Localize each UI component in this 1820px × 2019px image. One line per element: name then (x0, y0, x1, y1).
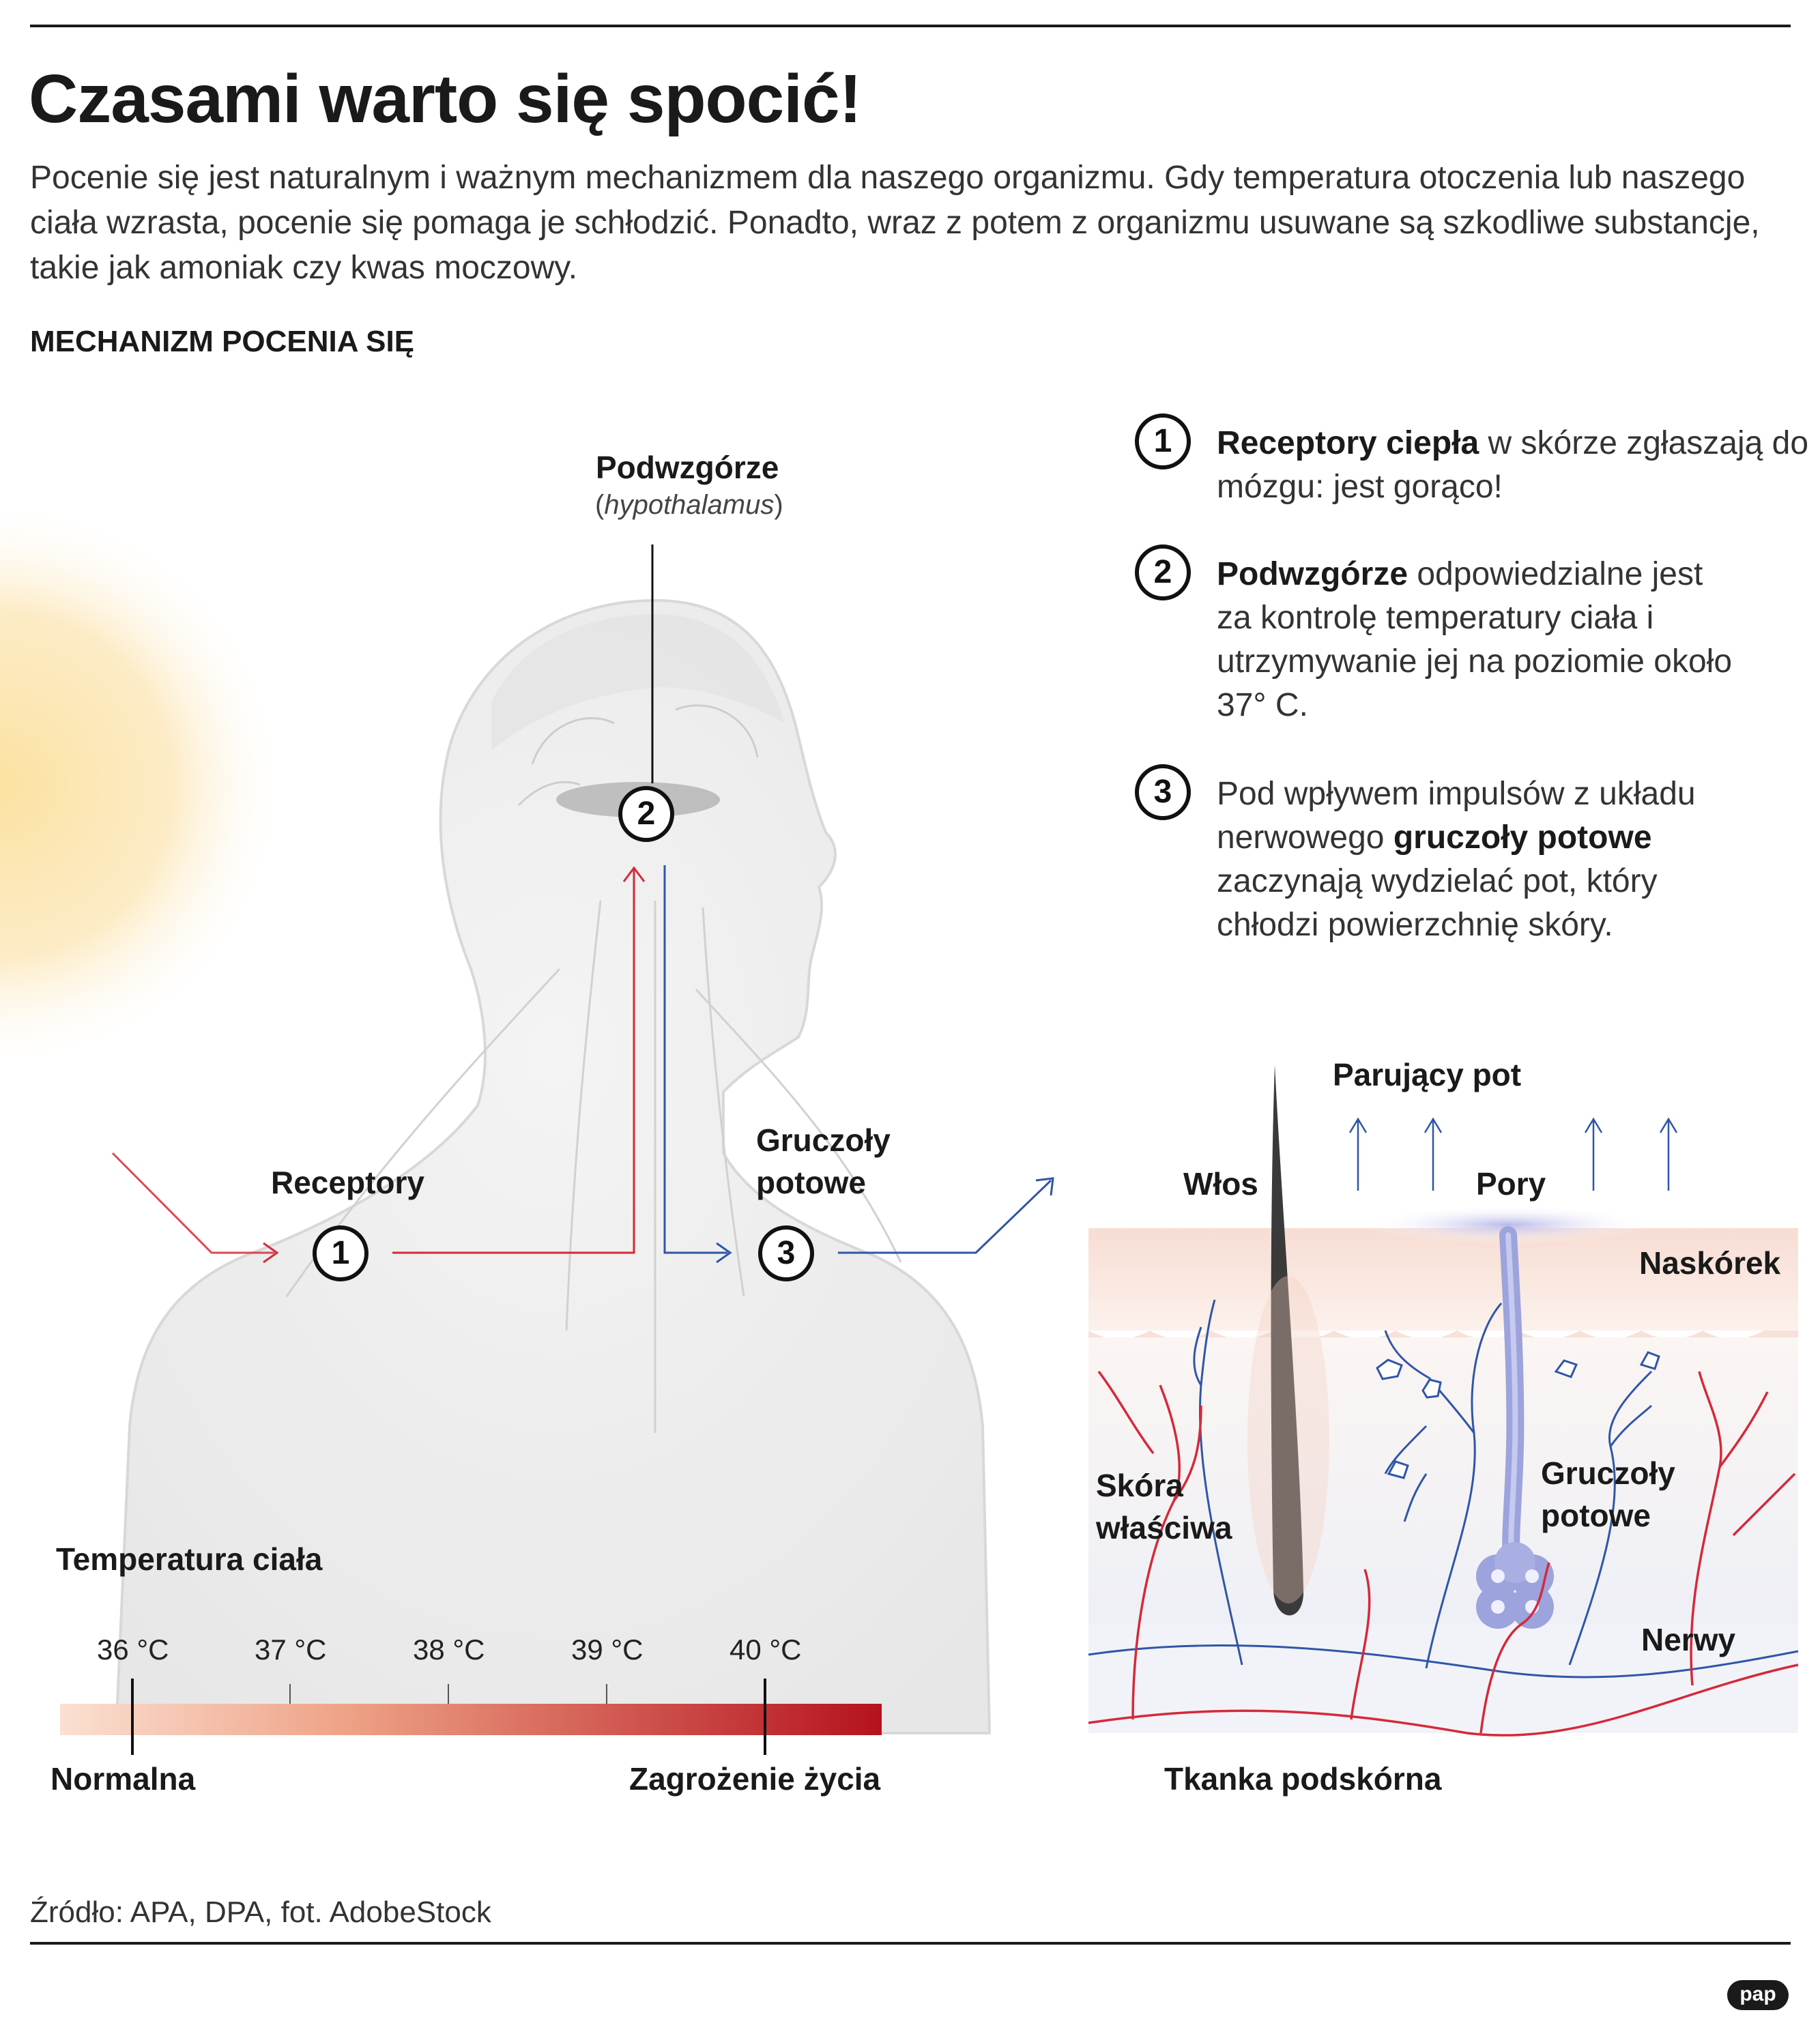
heat-input-line (111, 1152, 274, 1254)
tick-label-36: 36 °C (97, 1633, 169, 1666)
tick-label-38: 38 °C (413, 1633, 485, 1666)
step-2-bold: Podwzgórze (1217, 556, 1409, 592)
badge-glands: 3 (758, 1225, 814, 1281)
intro-paragraph: Pocenie się jest naturalnym i ważnym mec… (30, 160, 1760, 286)
top-rule (30, 25, 1791, 27)
step-3-text: Pod wpływem impulsów z układu nerwowego … (1217, 772, 1735, 947)
receptors-label: Receptory (271, 1165, 424, 1200)
danger-label: Zagrożenie życia (629, 1761, 881, 1797)
pores-label: Pory (1476, 1166, 1546, 1202)
hypothalamus-latin: (hypothalamus) (595, 490, 783, 520)
pap-logo: pap (1727, 1980, 1789, 2010)
epidermis-layer (1088, 1228, 1798, 1331)
nerves-label: Nerwy (1641, 1622, 1736, 1657)
hair-label: Włos (1183, 1166, 1258, 1202)
tick-label-37: 37 °C (255, 1633, 327, 1666)
temperature-scale-bar (60, 1679, 882, 1755)
gland-signal-path (663, 865, 727, 1254)
heat-input-arrowhead (263, 1242, 279, 1264)
temperature-title: Temperatura ciała (56, 1541, 323, 1577)
nerve-endings (1376, 1351, 1660, 1479)
skin-cross-section (1088, 1064, 1799, 1737)
human-body-illustration (114, 598, 992, 1734)
badge-hypothalamus: 2 (618, 786, 674, 842)
step-1-rest: w skórze zgłaszają do mózgu: jest gorąco… (1217, 425, 1809, 505)
epidermis-label: Naskórek (1639, 1245, 1781, 1281)
step-3-badge: 3 (1135, 764, 1191, 820)
hypothalamus-latin-text: hypothalamus (604, 490, 775, 520)
step-1-badge: 1 (1135, 413, 1191, 469)
step-3-bold: gruczoły potowe (1393, 819, 1652, 856)
gland-signal-arrowhead (716, 1242, 732, 1264)
page-title: Czasami warto się spocić! (29, 61, 862, 137)
glands-label-line2: potowe (756, 1165, 866, 1200)
glands-label-line1: Gruczoły (756, 1122, 891, 1158)
section-title: MECHANIZM POCENIA SIĘ (30, 325, 415, 358)
step-2-badge: 2 (1135, 544, 1191, 600)
evaporation-arrows (1348, 1117, 1678, 1191)
receptor-signal-path (392, 869, 635, 1254)
step-2-rest: odpowiedzialne jest za kontrolę temperat… (1217, 556, 1733, 723)
sun (0, 498, 287, 1071)
receptor-signal-arrowhead (622, 866, 646, 882)
sweat-gland-coil (1476, 1542, 1554, 1629)
subcutaneous-layer (1088, 1624, 1798, 1733)
hypothalamus-label: Podwzgórze (596, 450, 779, 485)
pore-glow (1365, 1206, 1651, 1244)
step-1-bold: Receptory ciepła (1217, 425, 1479, 461)
bottom-rule (30, 1942, 1791, 1945)
sweat-glands-label-line1: Gruczoły (1541, 1455, 1675, 1491)
dermis-label-line2: właściwa (1096, 1510, 1232, 1545)
source-credit: Źródło: APA, DPA, fot. AdobeStock (30, 1895, 491, 1929)
hair-shaft (1271, 1064, 1304, 1616)
blood-vessels (1088, 1370, 1799, 1737)
normal-label: Normalna (50, 1761, 196, 1797)
tick-label-39: 39 °C (571, 1633, 644, 1666)
subcutaneous-label: Tkanka podskórna (1164, 1761, 1442, 1797)
dermis-layer (1088, 1337, 1798, 1624)
gland-output-line (838, 1179, 1052, 1254)
tick-label-40: 40 °C (730, 1633, 802, 1666)
dermis-label-line1: Skóra (1096, 1468, 1183, 1503)
badge-receptors: 1 (313, 1225, 369, 1281)
gland-output-arrowhead (1035, 1177, 1054, 1196)
step-3-before: Pod wpływem impulsów z układu nerwowego (1217, 776, 1696, 856)
sweat-glands-label-line2: potowe (1541, 1498, 1651, 1533)
step-2-text: Podwzgórze odpowiedzialne jest za kontro… (1217, 553, 1735, 727)
evaporating-sweat-label: Parujący pot (1333, 1057, 1522, 1092)
step-3-rest: zaczynają wydzielać pot, który chłodzi p… (1217, 863, 1658, 943)
step-1-text: Receptory ciepła w skórze zgłaszają do m… (1217, 422, 1820, 509)
